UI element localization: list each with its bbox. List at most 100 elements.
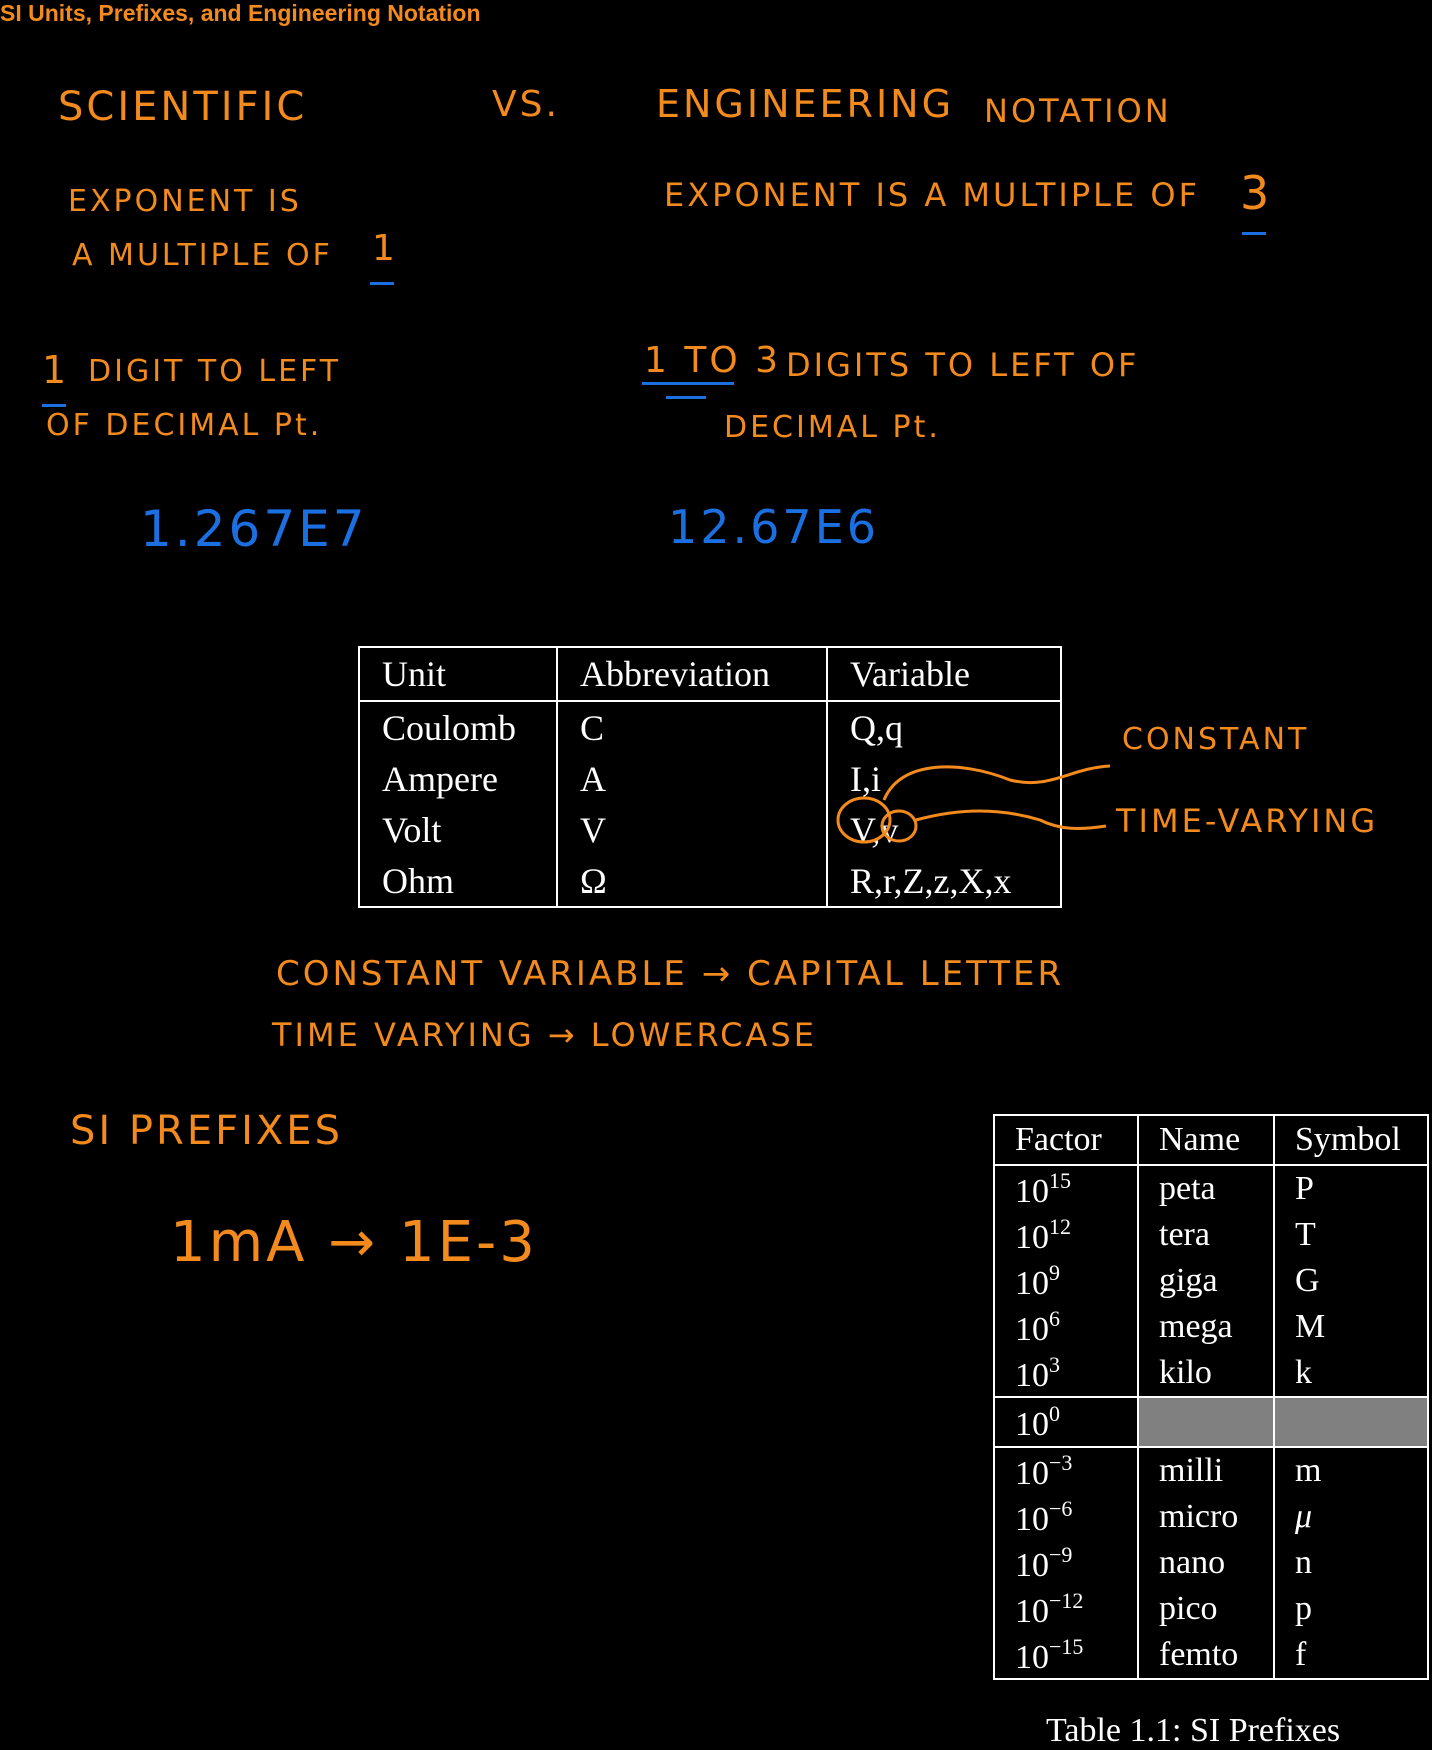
prefix-name-cell: tera xyxy=(1137,1212,1275,1258)
factor-cell: 106 xyxy=(993,1304,1139,1350)
sci-digit-number: 1 xyxy=(42,348,70,392)
units-table: Unit Abbreviation Variable Coulomb C Q,q… xyxy=(358,646,1062,908)
prefix-symbol-cell: n xyxy=(1273,1540,1429,1586)
factor-base: 10 xyxy=(1015,1405,1049,1443)
variable-cell: Q,q xyxy=(826,701,1062,753)
factor-cell: 1012 xyxy=(993,1212,1139,1258)
eng-exponent-value: 3 xyxy=(1240,166,1273,220)
prefix-name-cell: milli xyxy=(1137,1447,1275,1494)
prefix-name-cell: peta xyxy=(1137,1165,1275,1212)
prefix-header-name: Name xyxy=(1137,1115,1275,1166)
table-row: 103 kilo k xyxy=(993,1350,1429,1397)
vs-label: VS. xyxy=(492,84,560,125)
factor-base: 10 xyxy=(1015,1638,1049,1676)
prefix-symbol-cell: f xyxy=(1273,1632,1429,1679)
blue-underline-mark xyxy=(642,382,734,385)
table-row: 10−12 pico p xyxy=(993,1586,1429,1632)
blue-underline-mark xyxy=(42,404,66,407)
prefix-symbol-cell: T xyxy=(1273,1212,1429,1258)
constant-label: CONSTANT xyxy=(1122,722,1310,757)
page-title: SI Units, Prefixes, and Engineering Nota… xyxy=(0,0,481,26)
factor-base: 10 xyxy=(1015,1356,1049,1394)
factor-exponent: 12 xyxy=(1049,1213,1071,1239)
unit-cell: Ampere xyxy=(358,753,558,804)
factor-exponent: −6 xyxy=(1049,1495,1073,1521)
unit-cell: Coulomb xyxy=(358,701,558,753)
engineering-heading: ENGINEERING xyxy=(656,82,955,126)
rule-time-varying: TIME VARYING → LOWERCASE xyxy=(272,1016,817,1054)
prefix-symbol-cell-empty xyxy=(1273,1396,1429,1448)
table-row: 10−3 milli m xyxy=(993,1447,1429,1494)
factor-base: 10 xyxy=(1015,1546,1049,1584)
prefix-symbol-cell: G xyxy=(1273,1258,1429,1304)
prefix-name-cell-empty xyxy=(1137,1396,1275,1448)
sci-exponent-value: 1 xyxy=(372,228,398,269)
prefix-example: 1mA → 1E-3 xyxy=(170,1210,538,1275)
sci-example: 1.267E7 xyxy=(140,500,368,558)
blue-underline-mark xyxy=(666,396,706,399)
table-row: 10−6 micro μ xyxy=(993,1494,1429,1540)
eng-exponent-line: EXPONENT IS A MULTIPLE OF xyxy=(664,176,1200,214)
factor-base: 10 xyxy=(1015,1500,1049,1538)
scientific-heading: SCIENTIFIC xyxy=(58,84,308,130)
table-row: 1012 tera T xyxy=(993,1212,1429,1258)
abbreviation-cell: Ω xyxy=(556,855,828,907)
variable-cell: I,i xyxy=(826,753,1062,804)
prefix-symbol-cell: m xyxy=(1273,1447,1429,1494)
table-row: Coulomb C Q,q xyxy=(358,701,1062,753)
factor-exponent: 3 xyxy=(1049,1351,1060,1377)
prefix-symbol-cell: k xyxy=(1273,1350,1429,1397)
factor-cell: 10−3 xyxy=(993,1447,1139,1494)
factor-exponent: 15 xyxy=(1049,1167,1071,1193)
units-table-header: Unit Abbreviation Variable xyxy=(358,647,1062,702)
unity-row: 100 xyxy=(993,1396,1429,1448)
connector-constant xyxy=(882,764,1111,801)
unit-cell: Volt xyxy=(358,804,558,855)
prefix-name-cell: mega xyxy=(1137,1304,1275,1350)
factor-cell: 100 xyxy=(993,1396,1139,1448)
si-prefixes-heading: SI PREFIXES xyxy=(70,1108,343,1154)
units-header-abbreviation: Abbreviation xyxy=(556,647,828,702)
abbreviation-cell: V xyxy=(556,804,828,855)
prefix-table-header: Factor Name Symbol xyxy=(993,1115,1429,1166)
factor-cell: 103 xyxy=(993,1350,1139,1397)
prefix-symbol-cell: M xyxy=(1273,1304,1429,1350)
units-header-unit: Unit xyxy=(358,647,558,702)
time-varying-label: TIME-VARYING xyxy=(1116,802,1379,840)
circle-lowercase-v xyxy=(880,809,918,843)
table-row: 109 giga G xyxy=(993,1258,1429,1304)
prefix-name-cell: nano xyxy=(1137,1540,1275,1586)
table-row: 1015 peta P xyxy=(993,1165,1429,1212)
prefix-name-cell: femto xyxy=(1137,1632,1275,1679)
connector-time-varying xyxy=(915,809,1107,830)
prefix-name-cell: micro xyxy=(1137,1494,1275,1540)
factor-cell: 10−15 xyxy=(993,1632,1139,1679)
factor-cell: 10−6 xyxy=(993,1494,1139,1540)
factor-exponent: −15 xyxy=(1049,1633,1084,1659)
eng-digit-number: 1 TO 3 xyxy=(644,340,782,381)
blue-underline-mark xyxy=(370,282,394,285)
units-header-variable: Variable xyxy=(826,647,1062,702)
factor-base: 10 xyxy=(1015,1592,1049,1630)
factor-exponent: 9 xyxy=(1049,1259,1060,1285)
prefix-header-symbol: Symbol xyxy=(1273,1115,1429,1166)
factor-cell: 109 xyxy=(993,1258,1139,1304)
eng-digit-line2: DECIMAL Pt. xyxy=(724,410,941,445)
table-row: 106 mega M xyxy=(993,1304,1429,1350)
factor-base: 10 xyxy=(1015,1310,1049,1348)
si-prefix-table: Factor Name Symbol 1015 peta P 1012 tera… xyxy=(993,1114,1429,1680)
factor-base: 10 xyxy=(1015,1454,1049,1492)
table-row: Volt V V,v xyxy=(358,804,1062,855)
eng-example: 12.67E6 xyxy=(668,500,880,554)
circle-capital-v xyxy=(836,796,892,844)
prefix-symbol-cell: p xyxy=(1273,1586,1429,1632)
factor-cell: 10−9 xyxy=(993,1540,1139,1586)
factor-base: 10 xyxy=(1015,1218,1049,1256)
factor-base: 10 xyxy=(1015,1264,1049,1302)
prefix-symbol-cell: P xyxy=(1273,1165,1429,1212)
factor-cell: 1015 xyxy=(993,1165,1139,1212)
prefix-header-factor: Factor xyxy=(993,1115,1139,1166)
abbreviation-cell: A xyxy=(556,753,828,804)
notation-heading: NOTATION xyxy=(984,92,1172,130)
